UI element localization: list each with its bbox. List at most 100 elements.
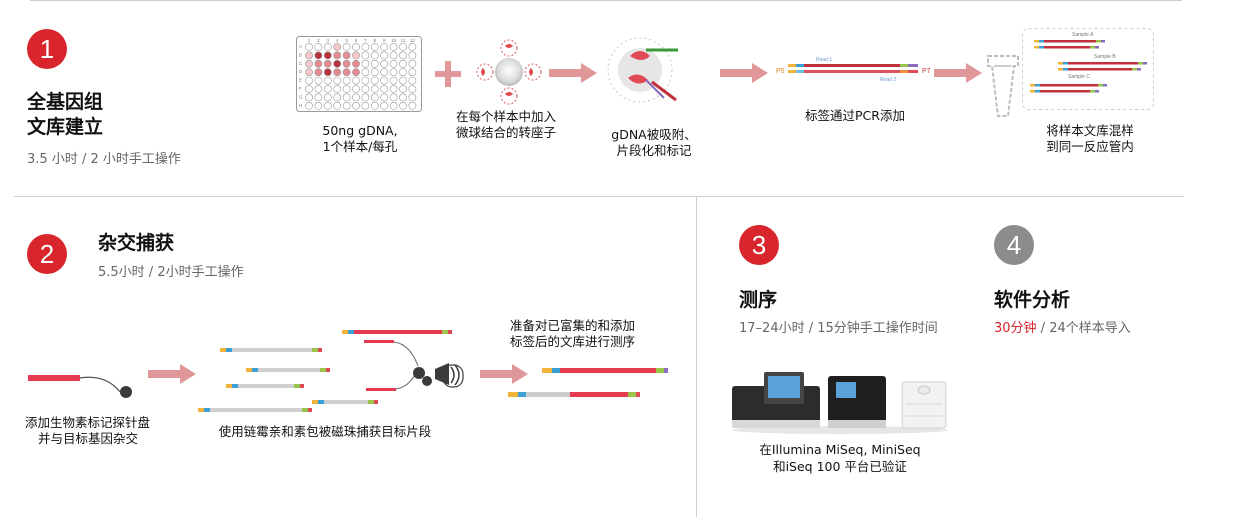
pool-strand: [1034, 40, 1105, 43]
plate-well: [314, 43, 323, 51]
plate-well: [314, 59, 323, 68]
pool-strand: [1030, 90, 1099, 93]
plate-well: [399, 51, 407, 60]
capture-probe-linker: [393, 341, 419, 367]
plate-well: [380, 101, 389, 110]
plate-well: [352, 68, 360, 77]
step3-number-badge: 3: [739, 225, 779, 265]
plate-well: [323, 68, 332, 77]
plate-col-label: 8: [374, 38, 377, 43]
plate-col-label: 6: [355, 38, 358, 43]
plate-well: [342, 93, 351, 102]
plate-well: [399, 93, 407, 102]
plate-well: [370, 85, 379, 93]
plate-well: [370, 43, 379, 51]
sequencer-instruments-illustration: [732, 372, 948, 434]
plate-row-label: C: [299, 61, 303, 66]
enrich-caption-line1: 准备对已富集的和添加: [510, 318, 636, 333]
plate-well: [352, 101, 360, 110]
plate-row-label: E: [299, 78, 302, 83]
step4-duration-accent: 30分钟: [994, 321, 1037, 336]
plate-row-label: A: [299, 44, 302, 49]
capture-fragments-illustration: [198, 330, 452, 412]
plate-col-label: 2: [317, 38, 320, 43]
step1-title-line2: 文库建立: [27, 116, 104, 138]
plate-well: [380, 93, 389, 102]
pool-caption-line2: 到同一反应管内: [1046, 139, 1134, 154]
plate-well: [389, 85, 398, 93]
step4-title: 软件分析: [994, 289, 1071, 311]
enrich-caption-line2: 标签后的文库进行测序: [510, 334, 636, 349]
plate-well: [408, 59, 417, 68]
plate-well: [399, 85, 407, 93]
reaction-tube-icon: [987, 55, 1019, 117]
plate-well: [380, 59, 389, 68]
plate-well: [380, 68, 389, 77]
pool-sample-c-label: Sample C: [1068, 74, 1090, 80]
plus-icon: [435, 61, 461, 87]
plate-well: [389, 51, 398, 60]
plate-well: [305, 68, 313, 77]
plate-well: [352, 51, 360, 60]
plate-well: [370, 101, 379, 110]
plate-well: [370, 51, 379, 60]
capture-fragment: [226, 384, 304, 388]
plate-well: [333, 68, 342, 77]
plate-well: [399, 68, 407, 77]
step2-duration: 5.5小时 / 2小时手工操作: [98, 265, 244, 280]
pcr-strand-illustration: P5 P7 Read 1 Read 2: [776, 57, 931, 83]
pool-caption-line1: 将样本文库混样: [1046, 123, 1134, 138]
plate-well: [361, 85, 370, 93]
flow-arrow-5: [480, 364, 528, 384]
plate-well: [352, 59, 360, 68]
plate-well: [314, 85, 323, 93]
plate-well: [361, 68, 370, 77]
vertical-divider: [696, 197, 697, 517]
plate-well: [380, 43, 389, 51]
pool-sample-a-label: Sample A: [1072, 32, 1094, 38]
plate-well: [389, 43, 398, 51]
probe-caption-line2: 并与目标基因杂交: [38, 431, 139, 446]
step1-title-line1: 全基因组: [27, 91, 104, 113]
step3-caption-line2: 和iSeq 100 平台已验证: [773, 459, 907, 474]
pool-sample-b-label: Sample B: [1094, 54, 1116, 60]
plate-well: [342, 85, 351, 93]
probe-caption-line1: 添加生物素标记探针盘: [25, 415, 151, 430]
plate-well: [370, 59, 379, 68]
pool-strand: [1058, 62, 1147, 65]
capture-fragment: [312, 400, 378, 404]
plate-caption-line2: 1个样本/每孔: [322, 139, 398, 154]
step2-number-badge: 2: [27, 234, 67, 274]
enriched-library-illustration: [508, 368, 668, 397]
pcr-caption: 标签通过PCR添加: [805, 108, 905, 123]
flow-arrow-2: [720, 63, 768, 83]
tagmentation-illustration: [607, 37, 678, 103]
plate-well: [323, 43, 332, 51]
step2-title: 杂交捕获: [98, 232, 175, 254]
plate-col-label: 1: [308, 38, 311, 43]
transposome-caption-line2: 微球结合的转座子: [455, 125, 556, 140]
plate-well: [389, 59, 398, 68]
step3-duration: 17–24小时 / 15分钟手工操作时间: [739, 321, 938, 336]
plate-well: [314, 68, 323, 77]
plate-well: [342, 101, 351, 110]
capture-caption: 使用链霉亲和素包被磁珠捕获目标片段: [218, 424, 432, 439]
plate-well: [408, 101, 417, 110]
tagmentation-caption-line1: gDNA被吸附、: [611, 127, 697, 142]
plate-well: [408, 85, 417, 93]
plate-well: [408, 51, 417, 60]
plate-col-label: 7: [364, 38, 367, 43]
flow-arrow-1: [549, 63, 597, 83]
plate-well: [408, 43, 417, 51]
plate-well: [352, 93, 360, 102]
plate-well: [352, 76, 360, 85]
plate-well: [370, 76, 379, 85]
plate-well: [342, 76, 351, 85]
step1-number-badge: 1: [27, 29, 67, 69]
plate-well: [380, 51, 389, 60]
plate-well: [361, 101, 370, 110]
plate-col-label: 11: [401, 38, 406, 43]
plate-well: [323, 76, 332, 85]
plate-well: [333, 59, 342, 68]
step4-duration-rest: / 24个样本导入: [1036, 321, 1131, 336]
